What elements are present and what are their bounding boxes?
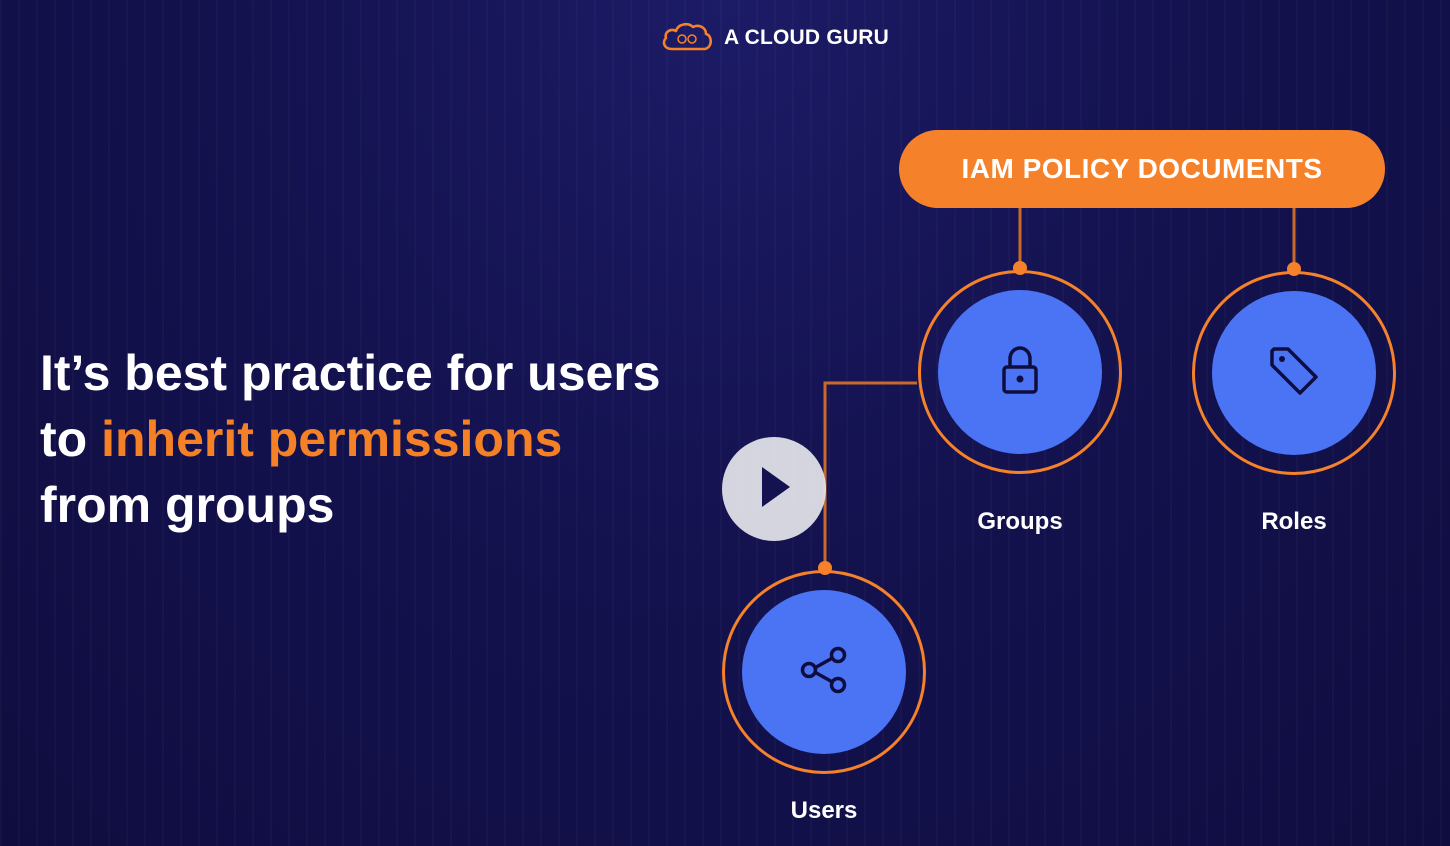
lock-icon	[997, 345, 1043, 400]
headline-line-2: to inherit permissions	[40, 406, 720, 472]
brand-logo: A CLOUD GURU	[660, 20, 889, 56]
headline-accent: inherit permissions	[101, 411, 563, 467]
groups-node	[918, 270, 1122, 474]
headline-line-1: It’s best practice for users	[40, 345, 661, 401]
play-button[interactable]	[722, 437, 826, 541]
headline: It’s best practice for users to inherit …	[40, 340, 720, 538]
groups-label: Groups	[977, 508, 1063, 535]
users-node	[722, 570, 926, 774]
headline-line-3: from groups	[40, 477, 335, 533]
share-icon	[798, 644, 850, 701]
users-node-inner	[742, 590, 906, 754]
roles-label: Roles	[1261, 508, 1327, 535]
roles-node	[1192, 271, 1396, 475]
play-icon	[754, 463, 794, 516]
roles-node-inner	[1212, 291, 1376, 455]
headline-line-2-prefix: to	[40, 411, 102, 467]
brand-name: A CLOUD GURU	[724, 26, 889, 49]
users-label: Users	[790, 797, 858, 824]
cloud-logo-icon	[660, 20, 714, 57]
connector-groups-users	[823, 381, 917, 568]
groups-node-inner	[938, 290, 1102, 454]
tag-icon	[1268, 345, 1320, 402]
iam-policy-documents-pill: IAM POLICY DOCUMENTS	[899, 130, 1385, 208]
